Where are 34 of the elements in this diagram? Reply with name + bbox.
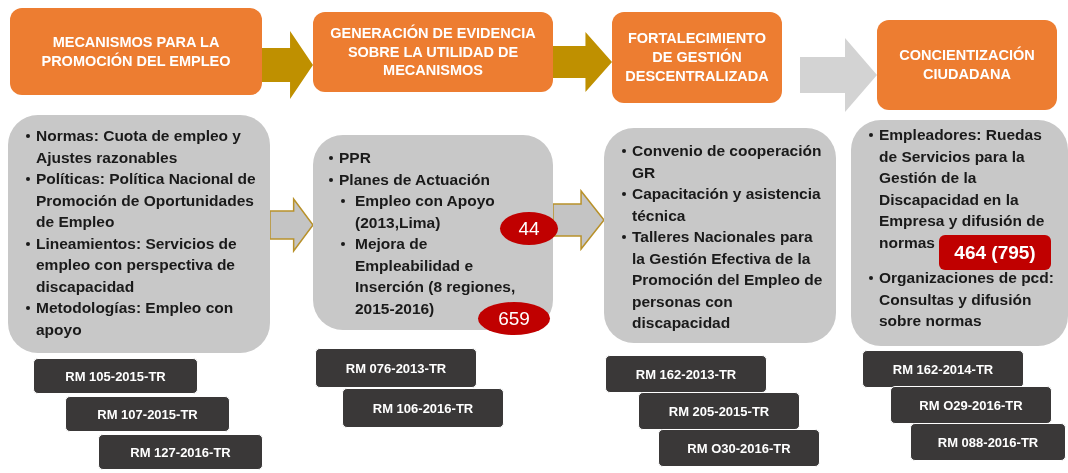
block-arrow	[552, 188, 605, 252]
resolution-box: RM 162-2014-TR	[862, 350, 1024, 388]
resolution-box: RM O29-2016-TR	[890, 386, 1052, 424]
content-panel	[313, 135, 553, 330]
resolution-box: RM 076-2013-TR	[315, 348, 477, 388]
resolution-box: RM 205-2015-TR	[638, 392, 800, 430]
stage-box: MECANISMOS PARA LA PROMOCIÓN DEL EMPLEO	[10, 8, 262, 95]
bullet-text: Convenio de cooperación GR	[622, 140, 828, 183]
stage-box: CONCIENTIZACIÓN CIUDADANA	[877, 20, 1057, 110]
bullet-text: Políticas: Política Nacional de Promoción de Oportunidades de Empleo	[26, 168, 256, 233]
stage-box: GENERACIÓN DE EVIDENCIA SOBRE LA UTILIDAD DE MECANISMOS	[313, 12, 553, 92]
bullet-text: Normas: Cuota de empleo y Ajustes razonables	[26, 125, 256, 168]
block-arrow	[262, 31, 313, 99]
bullet-text: Talleres Nacionales para la Gestión Efectiva de la Promoción del Empleo de personas con discapacidad	[622, 226, 828, 334]
resolution-box: RM 088-2016-TR	[910, 423, 1066, 461]
bullet-text: Organizaciones de pcd: Consultas y difusión sobre normas	[869, 267, 1062, 332]
resolution-box: RM 162-2013-TR	[605, 355, 767, 393]
resolution-box: RM 127-2016-TR	[98, 434, 263, 470]
bullet-text: PPR	[329, 147, 531, 169]
resolution-box: RM 106-2016-TR	[342, 388, 504, 428]
content-panel	[604, 128, 836, 343]
resolution-box: RM O30-2016-TR	[658, 429, 820, 467]
bullet-text: Capacitación y asistencia técnica	[622, 183, 828, 226]
resolution-box: RM 105-2015-TR	[33, 358, 198, 394]
block-arrow	[553, 32, 612, 92]
resolution-box: RM 107-2015-TR	[65, 396, 230, 432]
bullet-text: Metodologías: Empleo con apoyo	[26, 297, 256, 340]
bullet-text: Lineamientos: Servicios de empleo con perspectiva de discapacidad	[26, 232, 256, 297]
bullet-text: Planes de Actuación	[329, 168, 531, 190]
stage-box: FORTALECIMIENTO DE GESTIÓN DESCENTRALIZADA	[612, 12, 782, 103]
content-panel	[8, 115, 270, 353]
block-arrow	[800, 38, 877, 112]
block-arrow	[269, 196, 314, 254]
content-panel	[851, 120, 1068, 346]
